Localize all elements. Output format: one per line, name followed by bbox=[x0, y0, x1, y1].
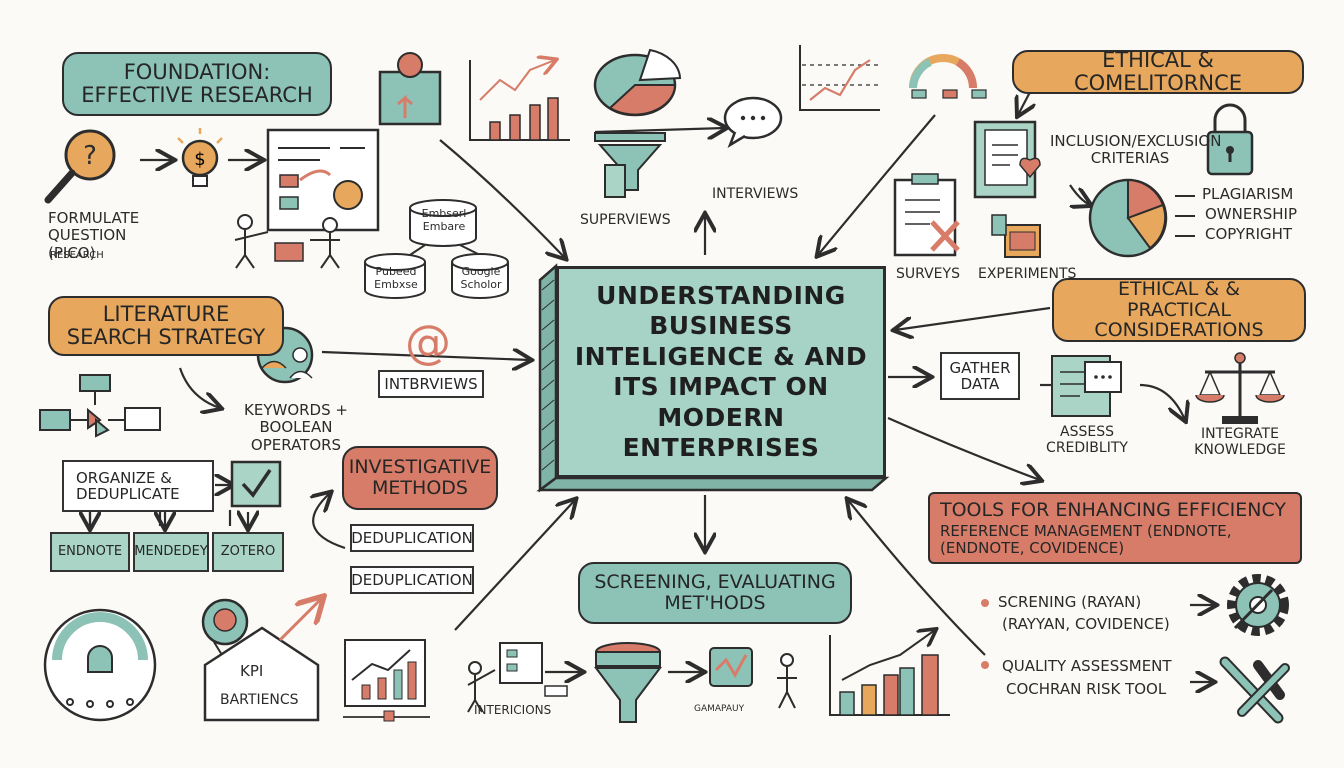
arrow-tools-to-center bbox=[848, 500, 986, 656]
arrow-literature-to-center bbox=[321, 352, 530, 360]
arrow-chart-to-center bbox=[454, 500, 575, 631]
google-scholar-label: Google Scholor bbox=[460, 265, 502, 291]
gear-icon bbox=[1227, 574, 1289, 636]
rayyan-covidence-label: (RAYYAN, COVIDENCE) bbox=[1002, 615, 1170, 633]
trend-badge-icon bbox=[709, 647, 753, 687]
briefcase-icon bbox=[378, 52, 442, 126]
whiteboard-icon bbox=[234, 128, 380, 269]
research-label: RESEARCH bbox=[50, 250, 104, 261]
deduplication-box-1: DEDUPLICATION bbox=[350, 524, 474, 552]
scales-icon bbox=[1195, 352, 1285, 424]
interviews-label: INTERVIEWS bbox=[712, 186, 799, 202]
intbrviews-box: INTBRVIEWS bbox=[378, 370, 484, 398]
brain-icon bbox=[201, 598, 249, 656]
kpi-house-icon bbox=[203, 598, 322, 722]
magnifier-icon: ? bbox=[44, 129, 116, 204]
line-chart-icon bbox=[799, 45, 880, 111]
assess-credibility-label: ASSESS CREDIBLITY bbox=[1046, 424, 1128, 457]
padlock-icon bbox=[1206, 103, 1254, 176]
at-sign-icon: @ bbox=[405, 315, 451, 369]
report-icon bbox=[1051, 355, 1122, 417]
svg-text:$: $ bbox=[194, 149, 205, 170]
quality-assessment-label: QUALITY ASSESSMENT bbox=[1002, 657, 1172, 675]
interictions-label: INTERICIONS bbox=[474, 703, 552, 717]
experiments-label: EXPERIMENTS bbox=[978, 266, 1077, 282]
mendeley-box: MENDEDEY bbox=[133, 532, 209, 572]
literature-search-heading: LITERATURE SEARCH STRATEGY bbox=[48, 296, 284, 356]
tools-box: TOOLS FOR ENHANCING EFFICIENCY REFERENCE… bbox=[928, 492, 1302, 564]
connector-arrows bbox=[90, 91, 1215, 682]
clipboard-icon bbox=[973, 120, 1041, 199]
cochran-risk-label: COCHRAN RISK TOOL bbox=[1006, 680, 1167, 698]
organize-deduplicate-box: ORGANIZE & DEDUPLICATE bbox=[62, 460, 214, 512]
gather-data-box: GATHER DATA bbox=[940, 352, 1020, 400]
bottom-bar-chart-icon bbox=[829, 630, 950, 716]
screning-label: SCRENING (RAYAN) bbox=[998, 593, 1142, 611]
arrow-considerations-to-center bbox=[895, 306, 1051, 330]
database-icons bbox=[364, 199, 509, 299]
center-box-depth bbox=[536, 263, 890, 493]
bullet-icon bbox=[981, 661, 989, 669]
zotero-box: ZOTERO bbox=[212, 532, 284, 572]
deduplication-box-2: DEDUPLICATION bbox=[350, 566, 474, 594]
reference-management-label: REFERENCE MANAGEMENT (ENDNOTE, (ENDNOTE,… bbox=[940, 522, 1232, 557]
inclusion-criteria-label: INCLUSION/EXCLUSION CRITERIAS bbox=[1050, 132, 1222, 168]
funnel-icon bbox=[594, 132, 666, 198]
ownership-label: OWNERSHIP bbox=[1205, 205, 1298, 223]
integrate-knowledge-label: INTEGRATE KNOWLEDGE bbox=[1194, 426, 1286, 459]
arrow-ethical-to-center bbox=[818, 114, 936, 255]
bottom-funnel-icon bbox=[594, 642, 662, 723]
flowchart-icon bbox=[39, 374, 161, 438]
keywords-label: KEYWORDS + BOOLEAN OPERATORS bbox=[244, 401, 348, 454]
kpi-label: KPI bbox=[240, 662, 264, 680]
gamapauy-label: GAMAPAUY bbox=[694, 704, 745, 714]
walking-person-icon bbox=[777, 653, 797, 709]
bottom-chart-icon bbox=[343, 639, 430, 722]
ethical-compliance-heading: ETHICAL & COMELITORNCE bbox=[1012, 48, 1304, 95]
speedometer-icon bbox=[43, 608, 157, 722]
bartiencs-label: BARTIENCS bbox=[220, 692, 299, 708]
arrow-foundation-to-center bbox=[439, 139, 565, 258]
experiment-icon bbox=[991, 214, 1041, 258]
plagiarism-label: PLAGIARISM bbox=[1202, 185, 1294, 203]
screening-evaluating-heading: SCREENING, EVALUATING MET'HODS bbox=[578, 562, 852, 624]
embase-label: Embserl Embare bbox=[421, 207, 467, 233]
speech-bubble-icon bbox=[723, 96, 783, 148]
bullet-icon bbox=[981, 599, 989, 607]
formulate-question-label: FORMULATE QUESTION (PICO) bbox=[48, 209, 140, 262]
gauge-icon bbox=[909, 54, 987, 99]
foundation-heading: FOUNDATION: EFFECTIVE RESEARCH bbox=[62, 52, 332, 116]
lightbulb-icon: $ bbox=[177, 128, 223, 187]
copyright-label: COPYRIGHT bbox=[1205, 225, 1293, 243]
pie-chart-icon bbox=[593, 48, 682, 117]
ethics-pie-icon bbox=[1088, 178, 1195, 258]
checkmark-icon bbox=[230, 460, 282, 508]
presenter-icon bbox=[467, 642, 568, 713]
superviews-label: SUPERVIEWS bbox=[580, 212, 671, 228]
central-topic-title: UNDERSTANDING BUSINESS INTELIGENCE & AND… bbox=[574, 280, 868, 463]
surveys-label: SURVEYS bbox=[896, 266, 960, 282]
central-topic-box: UNDERSTANDING BUSINESS INTELIGENCE & AND… bbox=[556, 266, 886, 478]
survey-clipboard-icon bbox=[893, 173, 960, 257]
svg-text:?: ? bbox=[83, 141, 97, 171]
endnote-box: ENDNOTE bbox=[50, 532, 130, 572]
ethical-practical-heading: ETHICAL & & PRACTICAL CONSIDERATIONS bbox=[1052, 278, 1306, 342]
arrow-center-to-tools bbox=[887, 416, 1040, 480]
wrench-icon bbox=[1219, 656, 1290, 724]
growth-chart-icon bbox=[469, 60, 570, 141]
investigative-methods-heading: INVESTIGATIVE METHODS bbox=[342, 446, 498, 510]
pubmed-label: Pubeed Embxse bbox=[374, 265, 418, 291]
tools-heading: TOOLS FOR ENHANCING EFFICIENCY bbox=[940, 498, 1286, 521]
